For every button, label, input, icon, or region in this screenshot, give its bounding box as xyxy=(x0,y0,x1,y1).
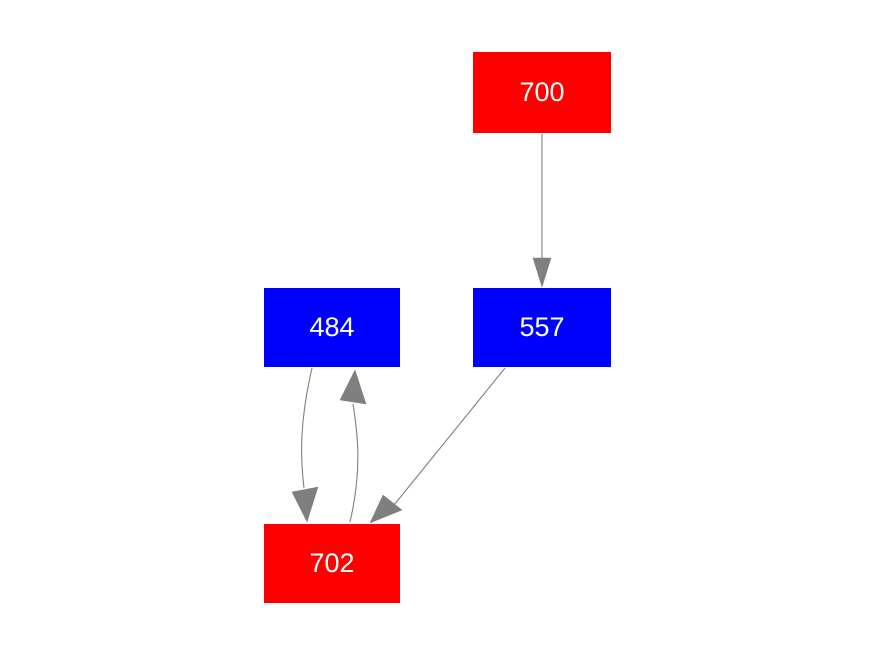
graph-node-700[interactable]: 700 xyxy=(473,52,611,133)
edge-702-to-484 xyxy=(339,369,367,523)
node-box-557[interactable] xyxy=(473,288,611,367)
node-box-702[interactable] xyxy=(264,524,400,603)
edge-484-to-702 xyxy=(291,367,319,523)
node-box-700[interactable] xyxy=(473,52,611,133)
arrowhead-icon-702-484 xyxy=(339,369,367,405)
edge-line-702-484 xyxy=(349,403,359,523)
graph-node-557[interactable]: 557 xyxy=(473,288,611,367)
edge-line-557-702 xyxy=(393,367,506,506)
graph-node-702[interactable]: 702 xyxy=(264,524,400,603)
edge-557-to-702 xyxy=(369,367,506,524)
arrowhead-icon-484-702 xyxy=(291,486,319,523)
node-box-484[interactable] xyxy=(264,288,400,367)
arrowhead-icon-700-557 xyxy=(532,257,552,288)
graph-node-484[interactable]: 484 xyxy=(264,288,400,367)
edge-line-484-702 xyxy=(301,367,313,489)
arrowhead-icon-557-702 xyxy=(369,494,403,524)
edge-700-to-557 xyxy=(532,134,552,288)
